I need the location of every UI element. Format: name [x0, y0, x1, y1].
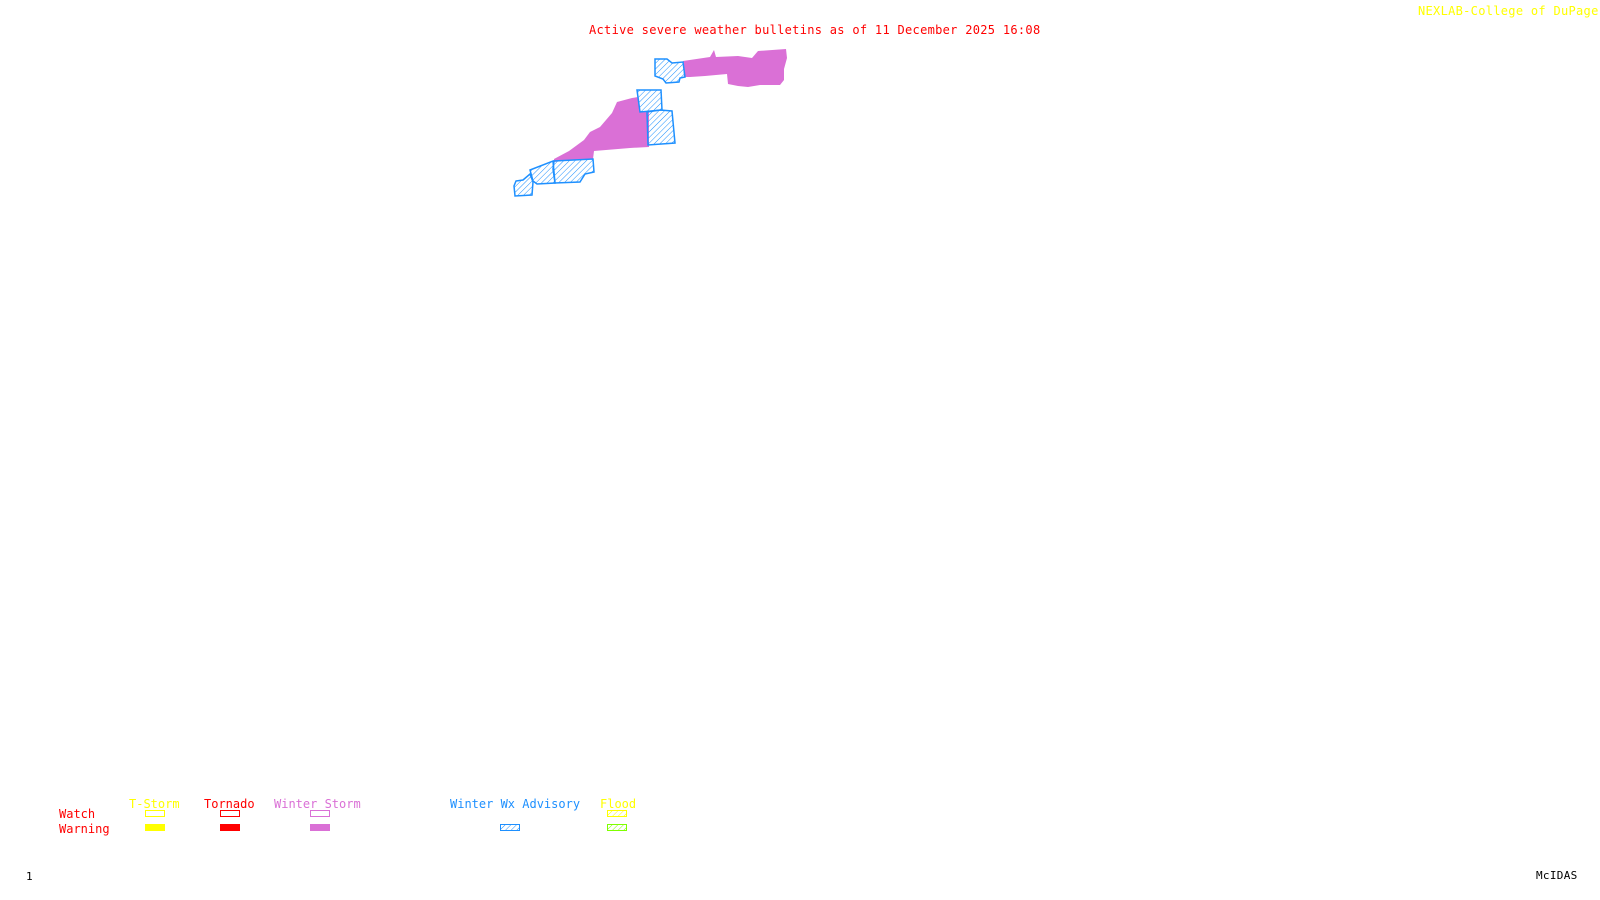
- winter-storm-warning-area: [683, 49, 787, 87]
- winter-storm-watch-swatch: [310, 810, 330, 817]
- winter-wx-advisory-area: [513, 172, 534, 197]
- legend-header-tornado: Tornado: [204, 797, 255, 811]
- tstorm-watch-swatch: [145, 810, 165, 817]
- winter-wx-advisory-area: [636, 89, 663, 113]
- credit-text: NEXLAB-College of DuPage: [1418, 4, 1599, 18]
- legend-header-winter-wx-advisory: Winter Wx Advisory: [450, 797, 581, 811]
- winter-wx-advisory-area: [552, 158, 595, 184]
- legend-header-winter-storm: Winter Storm: [274, 797, 361, 811]
- winter-wx-advisory-area: [654, 58, 686, 84]
- map-title: Active severe weather bulletins as of 11…: [589, 23, 1041, 37]
- credit-label: NEXLAB-College of DuPage ◸: [1418, 5, 1600, 17]
- legend-header-tstorm: T-Storm: [129, 797, 180, 811]
- winter-wx-advisory-area: [529, 159, 556, 185]
- tstorm-warning-swatch: [145, 824, 165, 831]
- tornado-watch-swatch: [220, 810, 240, 817]
- winter-wx-advisory-area: [646, 109, 676, 146]
- winter-storm-warning-area: [554, 97, 649, 162]
- software-label: McIDAS: [1536, 869, 1578, 882]
- tornado-warning-swatch: [220, 824, 240, 831]
- flood-warning-swatch: [607, 824, 627, 831]
- winter-wx-advisory-swatch: [500, 824, 520, 831]
- winter-storm-warning-swatch: [310, 824, 330, 831]
- legend-row-watch: Watch: [59, 807, 96, 821]
- legend-header-flood: Flood: [600, 797, 637, 811]
- legend-row-warning: Warning: [59, 822, 110, 836]
- frame-number: 1: [26, 870, 33, 883]
- flood-watch-swatch: [607, 810, 627, 817]
